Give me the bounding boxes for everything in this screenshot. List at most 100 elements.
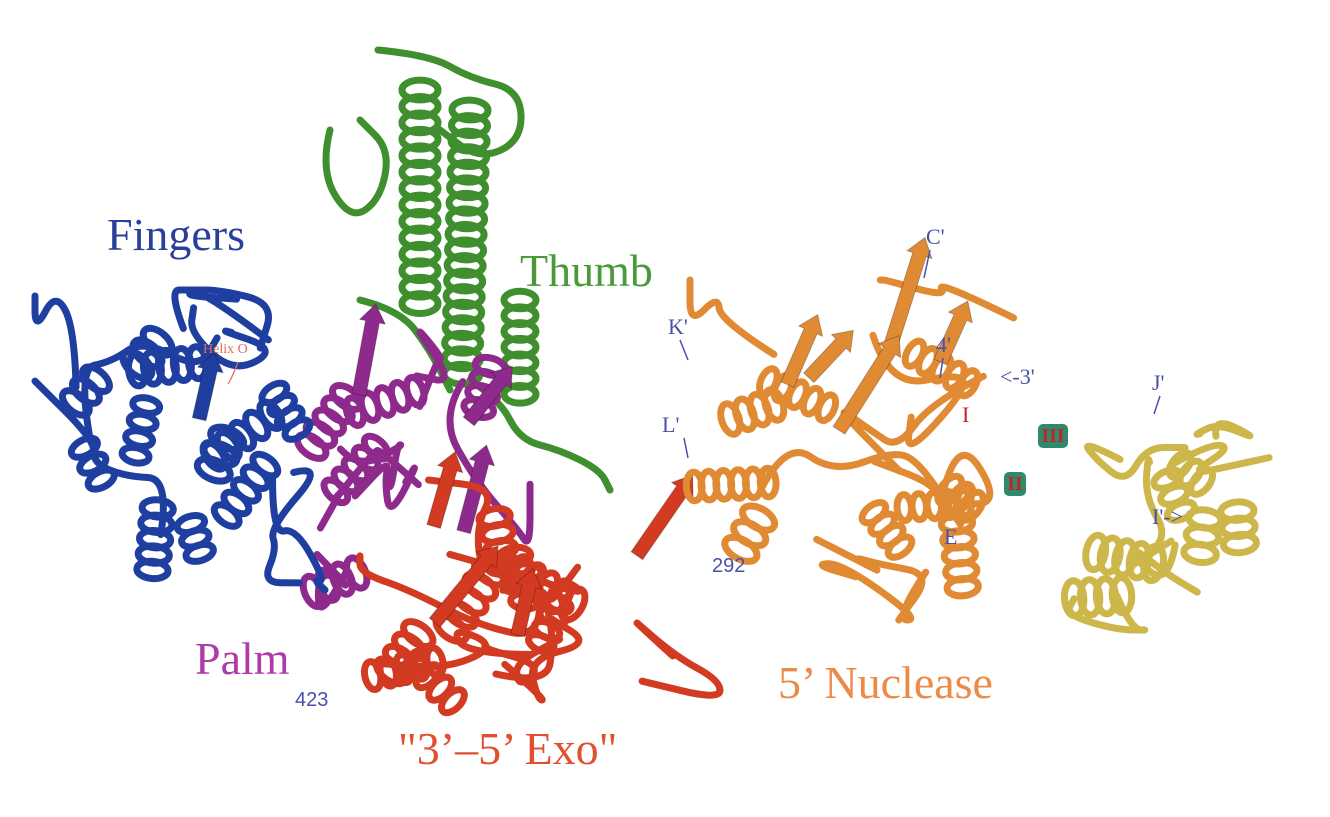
coil-segment: [413, 328, 448, 410]
helix-turn: [441, 329, 485, 357]
helix-turn: [281, 416, 314, 443]
coil-segment: [336, 441, 405, 491]
helix-turn: [199, 439, 229, 473]
helix-turn: [1187, 466, 1217, 498]
beta-strand: [426, 450, 464, 529]
l-prime-label: L': [662, 412, 680, 437]
helix-turn: [1140, 542, 1168, 585]
helix-turn: [943, 574, 982, 600]
beta-strand: [933, 300, 973, 366]
coil-segment: [633, 619, 724, 699]
letter-e-label: E: [944, 524, 958, 549]
leader-line: [679, 339, 689, 361]
helix-turn: [448, 96, 492, 124]
beta-strand: [832, 334, 902, 435]
helix-turn: [955, 367, 982, 400]
helix-turn: [884, 533, 916, 561]
coil-segment: [31, 292, 80, 391]
palm-label: Palm: [195, 633, 290, 684]
beta-strand: [882, 236, 933, 352]
beta-strand: [428, 545, 499, 628]
nuclease-label: 5’ Nuclease: [778, 657, 993, 708]
helix-turn: [84, 466, 118, 493]
j-prime-label: J': [1152, 370, 1165, 395]
residue-292-label: 292: [712, 555, 746, 577]
beta-strand: [510, 567, 543, 638]
helix-turn: [1163, 498, 1198, 524]
i-prime-label: I'->: [1152, 504, 1184, 529]
helix-turn: [682, 468, 706, 505]
leader-line: [939, 357, 944, 379]
helix-turn: [1082, 531, 1110, 574]
helix-turn: [446, 174, 490, 202]
coil-segment: [466, 376, 614, 494]
site-iii-marker: III: [1038, 424, 1068, 448]
helix-turn: [444, 236, 488, 264]
coil-segment: [758, 449, 965, 529]
helix-turn: [124, 350, 150, 390]
coil-segment: [813, 535, 926, 624]
coil-segment: [1169, 441, 1273, 475]
residue-423-label: 423: [295, 689, 329, 711]
palm-domain-ribbon: [293, 303, 534, 611]
helix-turn: [717, 400, 744, 438]
coil-segment: [876, 276, 1018, 322]
helix-turn: [445, 189, 489, 217]
coil-segment: [322, 116, 390, 217]
helix-turn: [182, 540, 217, 565]
helix-turn: [500, 381, 540, 407]
beta-strand: [803, 329, 854, 384]
helix-turn: [1180, 540, 1220, 566]
helix-turn: [58, 387, 93, 419]
fingers-domain-ribbon: [31, 286, 329, 594]
helix-o-leader: [227, 361, 239, 385]
helix-turn: [1219, 530, 1260, 557]
three-prime-label: <-3': [1000, 364, 1035, 389]
exo-domain-ribbon: [356, 450, 724, 717]
leader-line: [683, 437, 689, 459]
beta-strand: [351, 303, 387, 397]
helix-turn: [945, 480, 976, 516]
thumb-label: Thumb: [520, 245, 653, 296]
helix-turn: [210, 501, 243, 530]
coil-segment: [188, 304, 269, 370]
coil-segment: [374, 46, 525, 158]
helix-turn: [320, 476, 352, 507]
nuclease-subdomain-ribbon: [1060, 420, 1273, 634]
fingers-label: Fingers: [107, 209, 245, 260]
four-prime-label: 4': [936, 332, 951, 357]
k-prime-label: K': [668, 314, 688, 339]
helix-turn: [893, 491, 915, 525]
helix-turn: [721, 533, 761, 565]
exo-label: "3’–5’ Exo": [398, 723, 618, 774]
leader-line: [923, 249, 931, 279]
coil-segment: [686, 276, 778, 358]
helix-turn: [443, 252, 487, 279]
roman-i-label: I: [962, 402, 970, 427]
helix-turn: [118, 443, 153, 467]
helix-turn: [360, 658, 385, 694]
coil-segment: [171, 286, 272, 352]
helix-turn: [437, 686, 468, 717]
site-ii-marker: II: [1004, 472, 1026, 496]
coil-segment: [1193, 420, 1254, 440]
helix-turn: [1125, 539, 1153, 582]
coil-segment: [269, 475, 329, 594]
helix-turn: [525, 631, 558, 656]
helix-o-label: Helix O: [203, 342, 248, 357]
leader-line: [1153, 395, 1161, 415]
helix-turn: [1111, 537, 1139, 579]
beta-strand: [462, 365, 513, 427]
helix-turn: [442, 298, 486, 326]
helix-turn: [133, 557, 172, 583]
helix-turn: [444, 220, 488, 248]
helix-turn: [445, 205, 489, 233]
helix-turn: [934, 472, 966, 508]
helix-turn: [446, 158, 490, 186]
helix-turn: [1096, 534, 1124, 576]
coil-segment: [351, 462, 418, 510]
helix-turn: [443, 267, 487, 295]
beta-strand: [780, 313, 824, 389]
